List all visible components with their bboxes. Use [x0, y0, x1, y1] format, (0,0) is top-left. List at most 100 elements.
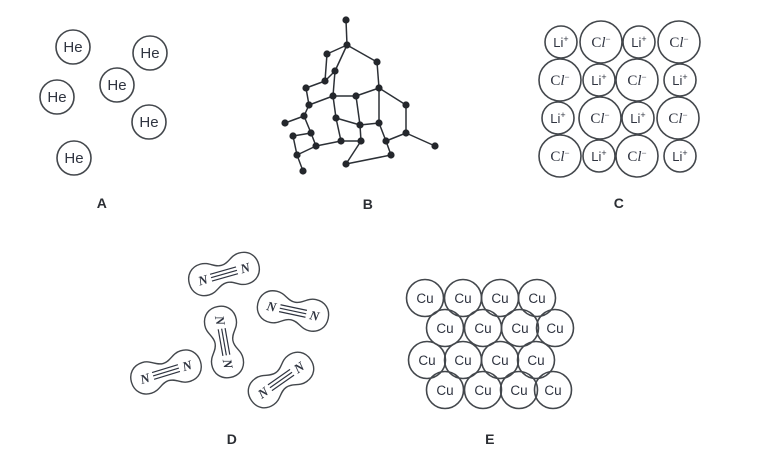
- panel-e-label: E: [485, 431, 495, 447]
- triple-bond-line: [152, 367, 180, 377]
- copper-atom-circle: [407, 340, 447, 380]
- nitrogen-molecule: NN: [247, 351, 315, 409]
- lattice-atom-dot: [357, 137, 365, 145]
- lithium-ion-circle: [582, 63, 616, 97]
- covalent-bond: [332, 95, 337, 119]
- lattice-atom-dot: [329, 92, 337, 100]
- lithium-ion-symbol: Li+: [591, 148, 606, 164]
- copper-atom-circle: [500, 308, 540, 348]
- covalent-bond: [332, 70, 336, 97]
- lithium-ion-circle: [622, 25, 656, 59]
- copper-atom-circle: [425, 370, 465, 410]
- copper-atom-symbol: Cu: [511, 321, 528, 336]
- lattice-atom-dot: [375, 119, 383, 127]
- chloride-ion-symbol: Cl−: [550, 72, 569, 89]
- panel-d-label: D: [226, 431, 238, 447]
- helium-atom-circle: [55, 29, 91, 65]
- lattice-atom-dot: [402, 129, 410, 137]
- lattice-atom-dot: [302, 84, 310, 92]
- copper-atom-symbol: Cu: [527, 353, 544, 368]
- nitrogen-atom-symbol: N: [238, 259, 253, 276]
- lattice-atom-dot: [431, 142, 439, 150]
- lithium-ion-symbol: Li+: [550, 110, 565, 126]
- helium-atom-circle: [132, 35, 168, 71]
- covalent-bond: [346, 44, 378, 63]
- copper-atom-symbol: Cu: [436, 321, 453, 336]
- nitrogen-atom-symbol: N: [179, 357, 194, 375]
- chloride-ion-symbol: Cl−: [550, 148, 569, 165]
- covalent-bond: [355, 87, 380, 97]
- copper-atom-circle: [516, 340, 556, 380]
- lattice-atom-dot: [312, 142, 320, 150]
- copper-atom-circle: [517, 278, 557, 318]
- covalent-bond: [345, 140, 362, 165]
- helium-atom-circle: [56, 140, 92, 176]
- chloride-ion-symbol: Cl−: [669, 34, 688, 51]
- chloride-ion-symbol: Cl−: [590, 110, 609, 127]
- triple-bond-line: [224, 327, 231, 355]
- lattice-atom-dot: [293, 151, 301, 159]
- molecule-outline: [203, 305, 245, 379]
- lattice-atom-dot: [352, 92, 360, 100]
- helium-atom-circle: [99, 67, 135, 103]
- lattice-atom-dot: [356, 121, 364, 129]
- chloride-ion-circle: [657, 20, 701, 64]
- covalent-bond: [335, 117, 342, 142]
- lattice-atom-dot: [373, 58, 381, 66]
- covalent-bond: [405, 132, 436, 147]
- chloride-ion-symbol: Cl−: [627, 72, 646, 89]
- copper-atom-circle: [425, 308, 465, 348]
- copper-atom-symbol: Cu: [546, 321, 563, 336]
- chloride-ion-circle: [579, 20, 623, 64]
- panel-c-label: C: [613, 195, 625, 211]
- triple-bond-line: [151, 364, 179, 374]
- covalent-bond: [345, 154, 392, 165]
- triple-bond-line: [269, 371, 293, 389]
- helium-atom-symbol: He: [140, 45, 159, 62]
- helium-atom-symbol: He: [64, 150, 83, 167]
- lithium-ion-circle: [663, 63, 697, 97]
- helium-atom-symbol: He: [139, 114, 158, 131]
- lithium-ion-symbol: Li+: [591, 72, 606, 88]
- lattice-atom-dot: [307, 129, 315, 137]
- lattice-atom-dot: [382, 137, 390, 145]
- lattice-atom-dot: [331, 67, 339, 75]
- triple-bond-line: [210, 269, 238, 279]
- chloride-ion-symbol: Cl−: [591, 34, 610, 51]
- panel-b-label: B: [362, 196, 374, 212]
- copper-atom-symbol: Cu: [418, 353, 435, 368]
- copper-atom-circle: [480, 340, 520, 380]
- triple-bond-line: [278, 311, 306, 318]
- lattice-atom-dot: [300, 112, 308, 120]
- lattice-atom-dot: [387, 151, 395, 159]
- nitrogen-atom-symbol: N: [254, 383, 272, 402]
- lattice-atom-dot: [323, 50, 331, 58]
- nitrogen-molecule: NN: [256, 290, 330, 332]
- molecule-outline: [256, 290, 330, 332]
- copper-atom-symbol: Cu: [436, 383, 453, 398]
- chloride-ion-circle: [615, 134, 659, 178]
- copper-atom-symbol: Cu: [454, 353, 471, 368]
- copper-atom-symbol: Cu: [474, 383, 491, 398]
- covalent-bond: [345, 19, 348, 46]
- helium-atom-circle: [39, 79, 75, 115]
- lattice-atom-dot: [337, 137, 345, 145]
- chloride-ion-circle: [538, 134, 582, 178]
- lattice-atom-dot: [402, 101, 410, 109]
- covalent-bond: [324, 53, 328, 82]
- copper-atom-symbol: Cu: [416, 291, 433, 306]
- nitrogen-atom-symbol: N: [195, 271, 210, 288]
- copper-atom-circle: [463, 370, 503, 410]
- copper-atom-symbol: Cu: [491, 291, 508, 306]
- nitrogen-atom-symbol: N: [290, 358, 308, 377]
- lithium-ion-symbol: Li+: [672, 148, 687, 164]
- copper-atom-circle: [533, 370, 573, 410]
- covalent-bond: [315, 140, 342, 147]
- triple-bond-line: [209, 266, 237, 275]
- helium-atom-symbol: He: [63, 39, 82, 56]
- nitrogen-molecule: NN: [203, 305, 245, 379]
